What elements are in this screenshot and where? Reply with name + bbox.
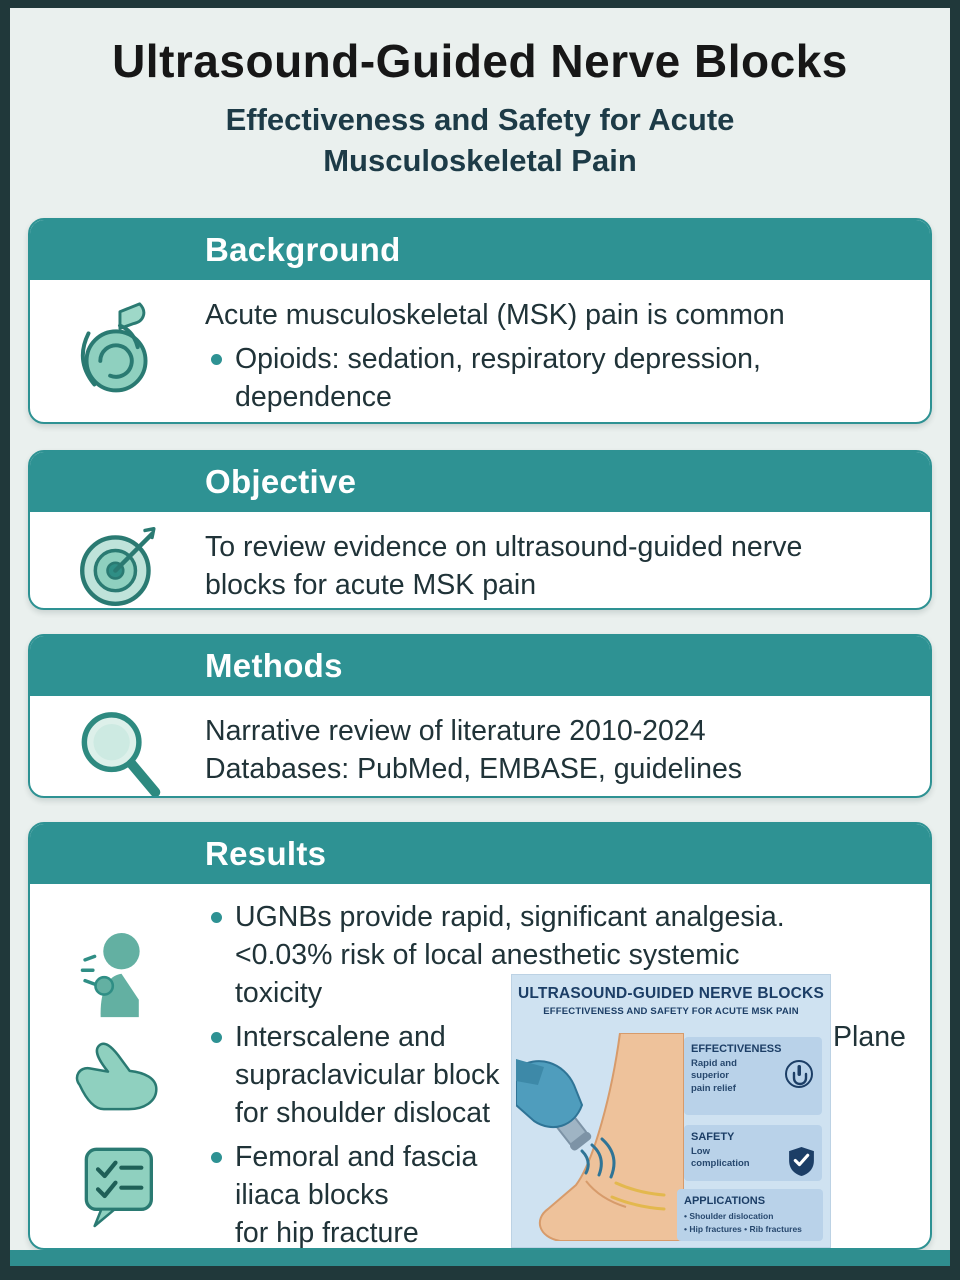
section-methods: Methods Narrative review of literature 2… — [28, 634, 932, 798]
section-objective-body: To review evidence on ultrasound-guided … — [30, 512, 930, 608]
inset-card-effectiveness: EFFECTIVENESS Rapid and superior pain re… — [684, 1037, 822, 1115]
inset-card-safety: SAFETY Low complication — [684, 1125, 822, 1181]
section-background-heading: Background — [205, 231, 401, 268]
page-title: Ultrasound-Guided Nerve Blocks — [112, 35, 848, 87]
bullet-dot — [211, 912, 222, 923]
results-bullet-1-text: UGNBs provide rapid, significant analges… — [235, 901, 785, 1009]
section-methods-header: Methods — [30, 636, 930, 696]
section-background: Background Acute musculoskeletal (MSK) p… — [28, 218, 932, 424]
section-objective: Objective To review evidence on ultrasou… — [28, 450, 932, 610]
section-objective-text: To review evidence on ultrasound-guided … — [205, 512, 930, 608]
bullet-dot — [211, 1032, 222, 1043]
inset-effectiveness-heading: EFFECTIVENESS — [691, 1043, 782, 1055]
inset-applications-items: • Shoulder dislocation • Hip fractures •… — [684, 1211, 802, 1234]
shoulder-joint-icon — [80, 302, 147, 393]
results-clipped-text-fragment: Plane — [833, 1021, 906, 1053]
results-bullet-3: Femoral and fascia iliaca blocks for hip… — [205, 1138, 910, 1249]
results-bullet-1: UGNBs provide rapid, significant analges… — [205, 898, 910, 1012]
shield-check-icon — [789, 1147, 814, 1176]
section-results-body: UGNBs provide rapid, significant analges… — [30, 884, 930, 1249]
ultrasound-probe-illustration — [516, 1033, 684, 1241]
magnifier-icon — [81, 712, 160, 796]
background-bullet: Opioids: sedation, respiratory depressio… — [205, 340, 910, 416]
section-results-text: UGNBs provide rapid, significant analges… — [205, 884, 930, 1249]
inset-applications-heading: APPLICATIONS — [684, 1195, 766, 1207]
coughing-person-icon — [80, 933, 140, 1018]
section-results-icon-col — [30, 884, 205, 1248]
checklist-icon — [84, 1147, 153, 1228]
page-subtitle: Effectiveness and Safety for Acute Muscu… — [225, 102, 735, 178]
bullet-dot — [211, 1152, 222, 1163]
bullet-dot — [211, 354, 222, 365]
section-methods-heading: Methods — [205, 647, 343, 684]
results-bullet-2-text: Interscalene and supraclavicular block f… — [235, 1021, 500, 1129]
inset-infographic: ULTRASOUND-GUIDED NERVE BLOCKS EFFECTIVE… — [512, 975, 830, 1247]
methods-body-text: Narrative review of literature 2010-2024… — [205, 715, 743, 785]
section-methods-icon-col — [30, 696, 205, 796]
section-results-header: Results — [30, 824, 930, 884]
inset-safety-heading: SAFETY — [691, 1131, 735, 1143]
section-objective-header: Objective — [30, 452, 930, 512]
section-results-heading: Results — [205, 835, 327, 872]
section-methods-text: Narrative review of literature 2010-2024… — [205, 696, 930, 796]
section-background-header: Background — [30, 220, 930, 280]
objective-body-text: To review evidence on ultrasound-guided … — [205, 531, 803, 601]
inset-safety-body: Low complication — [691, 1146, 750, 1170]
results-bullet-2: Interscalene and supraclavicular block f… — [205, 1018, 910, 1132]
inset-card-applications: APPLICATIONS • Shoulder dislocation • Hi… — [677, 1189, 823, 1241]
pointing-hand-icon — [75, 1042, 158, 1111]
results-bullet-3-text: Femoral and fascia iliaca blocks for hip… — [235, 1141, 478, 1249]
section-background-icon-col — [30, 280, 205, 422]
section-background-body: Acute musculoskeletal (MSK) pain is comm… — [30, 280, 930, 422]
section-methods-body: Narrative review of literature 2010-2024… — [30, 696, 930, 796]
inset-effectiveness-body: Rapid and superior pain relief — [691, 1058, 737, 1094]
touch-icon — [785, 1060, 813, 1088]
target-icon — [79, 526, 156, 606]
background-bullet-text: Opioids: sedation, respiratory depressio… — [235, 343, 761, 413]
inset-title: ULTRASOUND-GUIDED NERVE BLOCKS — [518, 985, 824, 1002]
background-line: Acute musculoskeletal (MSK) pain is comm… — [205, 299, 785, 331]
footer-accent-bar — [10, 1250, 950, 1266]
section-background-text: Acute musculoskeletal (MSK) pain is comm… — [205, 280, 930, 422]
section-objective-heading: Objective — [205, 463, 357, 500]
inset-subtitle: EFFECTIVENESS AND SAFETY FOR ACUTE MSK P… — [543, 1006, 799, 1017]
section-objective-icon-col — [30, 512, 205, 608]
